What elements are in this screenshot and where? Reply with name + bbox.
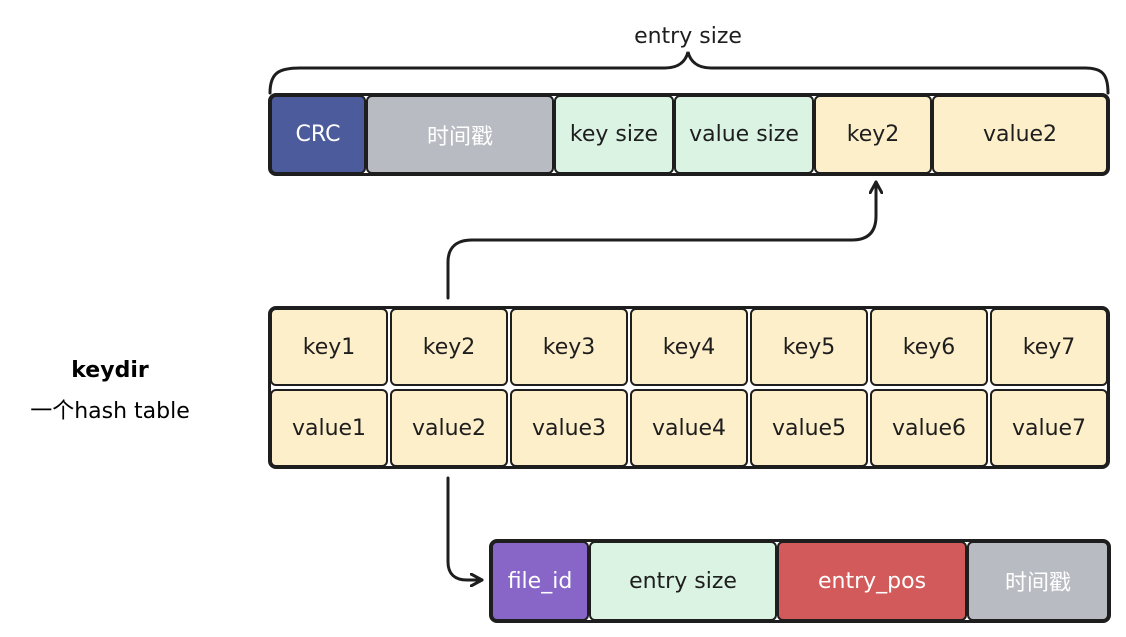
keydir-subtitle: 一个hash table <box>30 399 190 424</box>
key2-arrow <box>446 180 876 300</box>
key-field: key2 <box>814 95 932 174</box>
keydir-value-3: value3 <box>510 389 628 467</box>
keydir-value-6: value6 <box>870 389 988 467</box>
keydir-key-1: key1 <box>270 308 388 386</box>
timestamp-field: 时间戳 <box>366 95 554 174</box>
keydir-value-2: value2 <box>390 389 508 467</box>
value-timestamp-field: 时间戳 <box>967 541 1109 621</box>
keydir-value-1: value1 <box>270 389 388 467</box>
keydir-key-7: key7 <box>990 308 1108 386</box>
keydir-key-6: key6 <box>870 308 988 386</box>
value2-arrow <box>446 476 484 580</box>
key-size-field: key size <box>554 95 674 174</box>
entry-size-brace <box>268 51 1110 95</box>
crc-field: CRC <box>270 95 366 174</box>
keydir-key-4: key4 <box>630 308 748 386</box>
keydir-key-3: key3 <box>510 308 628 386</box>
value-size-field: value size <box>674 95 814 174</box>
keydir-value-5: value5 <box>750 389 868 467</box>
keydir-value-7: value7 <box>990 389 1108 467</box>
keydir-value-4: value4 <box>630 389 748 467</box>
keydir-key-5: key5 <box>750 308 868 386</box>
value-field: value2 <box>932 95 1108 174</box>
entry-pos-field: entry_pos <box>777 541 967 621</box>
entry-size-field: entry size <box>589 541 777 621</box>
entry-size-label: entry size <box>634 24 742 49</box>
keydir-key-2: key2 <box>390 308 508 386</box>
file-id-field: file_id <box>491 541 589 621</box>
keydir-title: keydir <box>71 358 149 383</box>
